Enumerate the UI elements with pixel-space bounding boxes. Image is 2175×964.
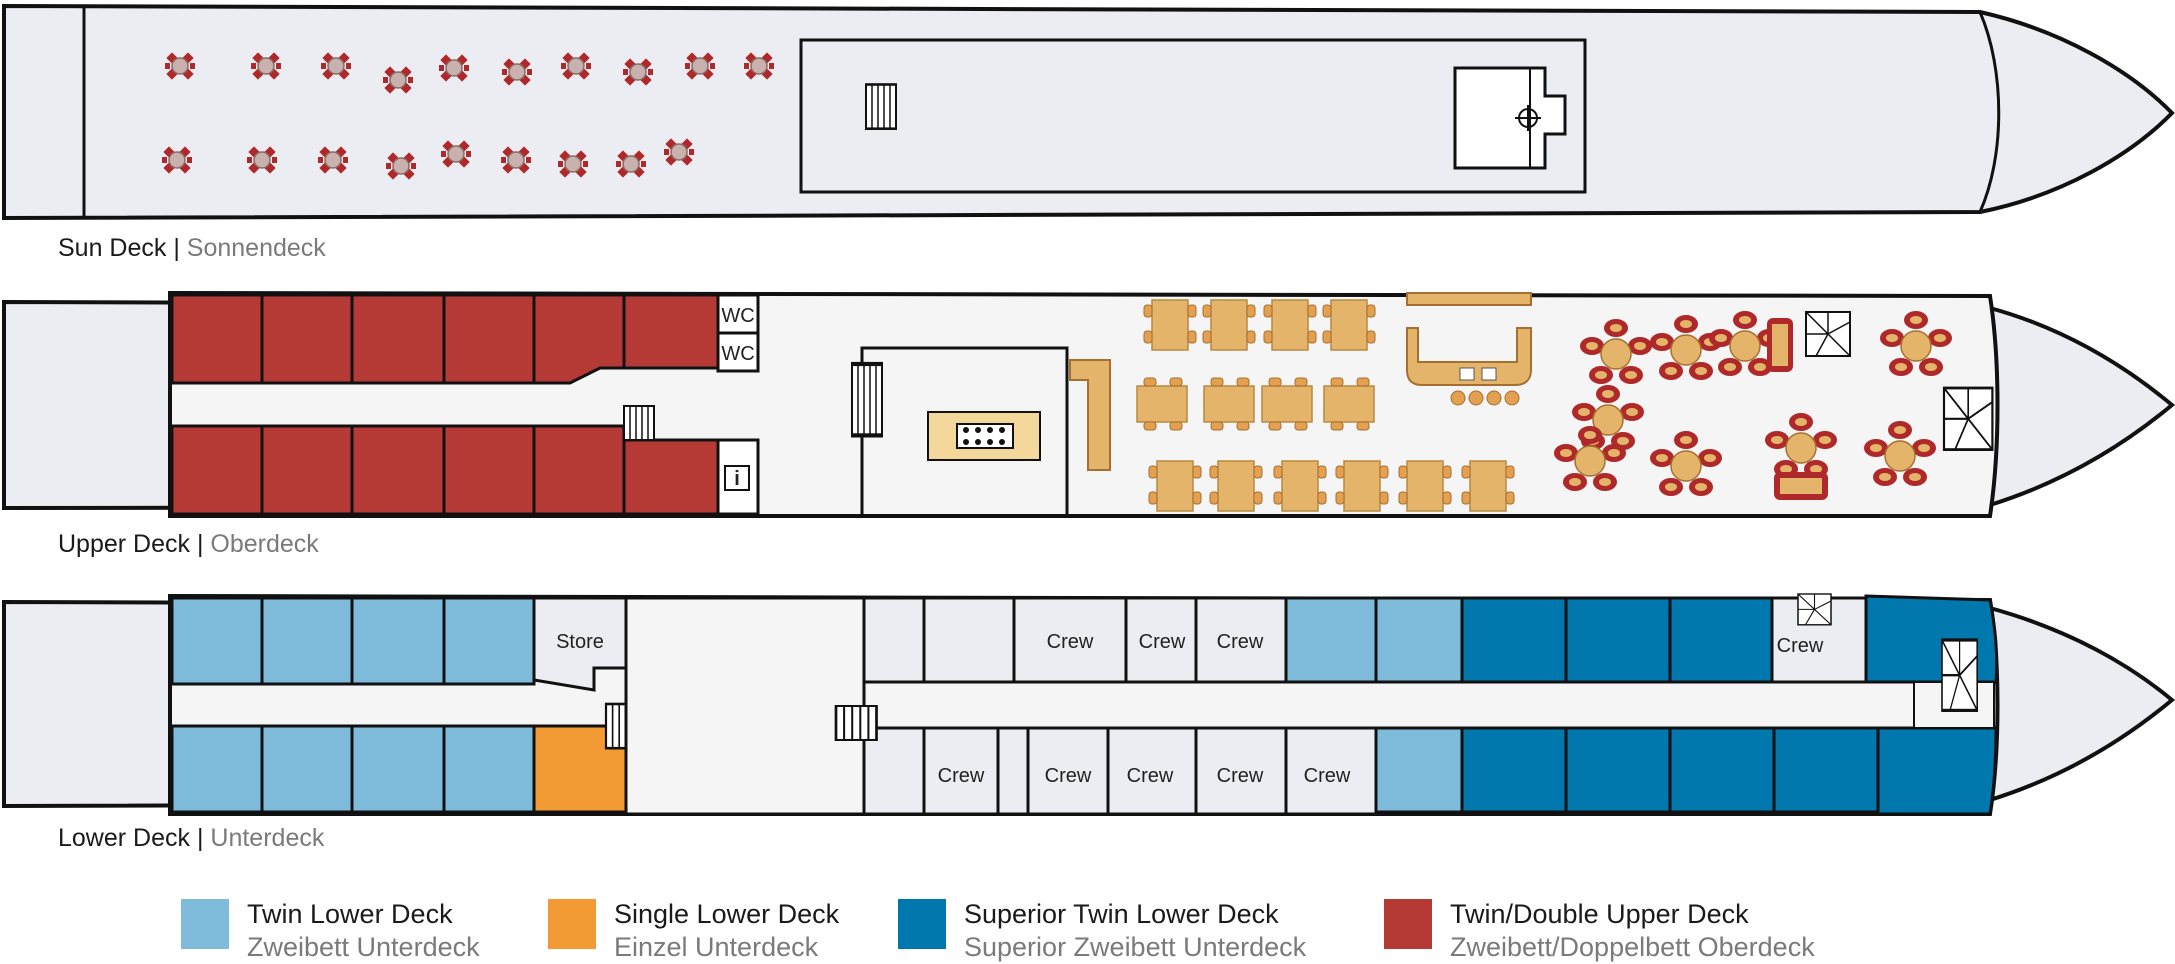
wheelhouse [799, 38, 1587, 194]
helm [1453, 66, 1567, 170]
sun-deck-subname: Sonnendeck [186, 234, 326, 262]
legend-label-superior-twin-lower: Superior Twin Lower Deck [964, 899, 1279, 929]
crew-label-bow: Crew [1777, 635, 1824, 657]
lower-deck-subname: Unterdeck [210, 824, 325, 852]
wc-label-2: WC [721, 343, 754, 365]
legend-label-single-lower: Single Lower Deck [614, 899, 840, 929]
sun-deck-plan [2, 3, 2175, 221]
crew-label-top-1: Crew [1047, 631, 1094, 653]
legend-single-lower: Single Lower Deck Einzel Unterdeck [548, 898, 839, 964]
upper-deck-label: Upper Deck | Oberdeck [58, 530, 319, 559]
wc-label-1: WC [721, 305, 754, 327]
crew-label-top-3: Crew [1217, 631, 1264, 653]
legend-sublabel-superior-twin-lower: Superior Zweibett Unterdeck [964, 932, 1307, 962]
sun-deck-label: Sun Deck | Sonnendeck [58, 234, 326, 263]
lower-deck-plan: Store Crew Crew Crew Crew Crew Crew Crew… [2, 593, 2175, 816]
lower-deck-separator: | [196, 824, 204, 852]
legend-superior-twin-lower: Superior Twin Lower Deck Superior Zweibe… [898, 898, 1306, 964]
legend-label-twin-lower: Twin Lower Deck [247, 899, 453, 929]
info-label: i [734, 468, 740, 490]
sun-deck-separator: | [173, 234, 180, 262]
upper-cabins-bottom [170, 424, 720, 516]
lounge-tables [1553, 310, 1953, 500]
legend-label-twin-double-upper: Twin/Double Upper Deck [1450, 899, 1749, 929]
legend-sublabel-twin-lower: Zweibett Unterdeck [247, 932, 480, 962]
crew-label-top-2: Crew [1139, 631, 1186, 653]
legend-sublabel-single-lower: Einzel Unterdeck [614, 932, 819, 962]
lower-cabins [170, 594, 1999, 816]
info-icon [724, 465, 750, 491]
legend-twin-double-upper: Twin/Double Upper Deck Zweibett/Doppelbe… [1384, 898, 1815, 964]
upper-deck-plan: WC WC i [1, 290, 2175, 518]
legend-twin-lower: Twin Lower Deck Zweibett Unterdeck [181, 898, 480, 964]
crew-label-bottom-5: Crew [1304, 765, 1351, 787]
legend-swatch-superior-twin-lower [898, 899, 946, 949]
legend-swatch-twin-lower [181, 899, 229, 949]
store-label: Store [556, 631, 604, 653]
crew-label-bottom-1: Crew [938, 765, 985, 787]
legend-swatch-single-lower [548, 899, 596, 949]
upper-deck-name: Upper Deck [58, 530, 190, 558]
sun-deck-name: Sun Deck [58, 234, 167, 262]
sun-deck-hull [2, 3, 2175, 221]
upper-deck-separator: | [196, 530, 204, 558]
lower-deck-name: Lower Deck [58, 824, 190, 852]
upper-cabins-top [170, 293, 720, 385]
crew-label-bottom-3: Crew [1127, 765, 1174, 787]
lower-deck-label: Lower Deck | Unterdeck [58, 824, 324, 853]
legend-sublabel-twin-double-upper: Zweibett/Doppelbett Oberdeck [1450, 932, 1815, 962]
bar-counter [1406, 327, 1532, 386]
legend-swatch-twin-double-upper [1384, 899, 1432, 949]
upper-deck-subname: Oberdeck [210, 530, 319, 558]
crew-label-bottom-4: Crew [1217, 765, 1264, 787]
crew-label-bottom-2: Crew [1045, 765, 1092, 787]
